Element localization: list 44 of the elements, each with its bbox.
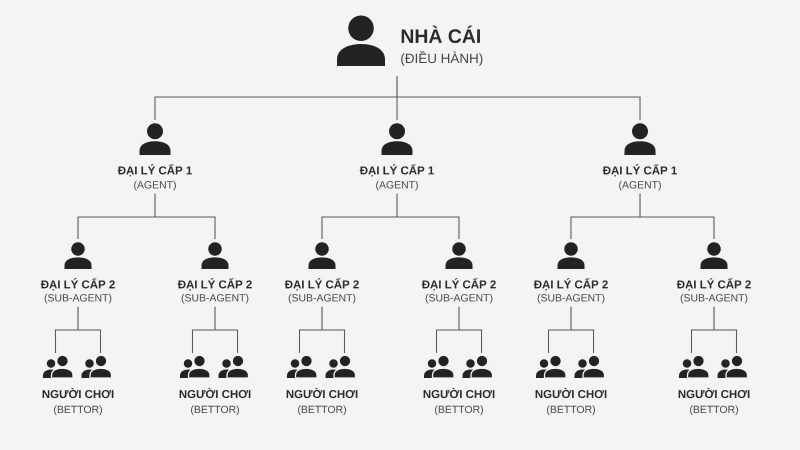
role-title: NGƯỜI CHƠI bbox=[180, 388, 250, 398]
role-title: NGƯỜI CHƠI bbox=[286, 388, 358, 398]
role-title: NGƯỜI CHƠI bbox=[424, 388, 494, 398]
role-label: ĐẠI LÝ CẤP 2 (SUB-AGENT) bbox=[40, 278, 115, 304]
role-subtitle: (BETTOR) bbox=[191, 405, 239, 416]
people-icon bbox=[287, 354, 318, 379]
role-subtitle: (BETTOR) bbox=[54, 405, 102, 416]
role-label: ĐẠI LÝ CẤP 2 (SUB-AGENT) bbox=[534, 278, 608, 304]
role-label: ĐẠI LÝ CẤP 1 (AGENT) bbox=[602, 164, 677, 191]
role-label: ĐẠI LÝ CẤP 1 (AGENT) bbox=[118, 164, 192, 191]
people-icon bbox=[326, 354, 356, 379]
role-title: NGƯỜI CHƠI bbox=[536, 388, 606, 398]
role-label: NHÀ CÁI (ĐIỀU HÀNH) bbox=[401, 26, 482, 66]
people-icon bbox=[718, 354, 748, 379]
connector-line bbox=[713, 306, 738, 353]
connector-line bbox=[321, 306, 346, 353]
role-label: ĐẠI LÝ CẤP 2 (SUB-AGENT) bbox=[284, 278, 359, 304]
connector-line bbox=[396, 194, 460, 239]
role-label: ĐẠI LÝ CẤP 1 (AGENT) bbox=[360, 164, 434, 191]
connector-line bbox=[396, 76, 641, 120]
role-label: ĐẠI LÝ CẤP 2 (SUB-AGENT) bbox=[676, 278, 751, 304]
connector-line bbox=[570, 306, 594, 353]
connector-line bbox=[458, 306, 482, 353]
connector-line bbox=[154, 194, 216, 239]
people-icon bbox=[536, 354, 567, 379]
role-title: NGƯỜI CHƠI bbox=[678, 388, 750, 398]
people-icon bbox=[82, 354, 112, 379]
connector-line bbox=[639, 194, 715, 239]
people-icon bbox=[218, 354, 250, 379]
people-icon bbox=[462, 354, 494, 379]
role-label: ĐẠI LÝ CẤP 2 (SUB-AGENT) bbox=[178, 278, 252, 304]
role-subtitle: (BETTOR) bbox=[547, 405, 595, 416]
role-title: NGƯỜI CHƠI bbox=[42, 388, 114, 398]
role-subtitle: (BETTOR) bbox=[690, 405, 738, 416]
people-icon bbox=[424, 354, 455, 379]
connector-line bbox=[214, 306, 238, 353]
people-icon bbox=[574, 354, 606, 379]
connector-line bbox=[77, 306, 102, 353]
role-label: ĐẠI LÝ CẤP 2 (SUB-AGENT) bbox=[422, 278, 496, 304]
role-subtitle: (BETTOR) bbox=[435, 405, 483, 416]
role-subtitle: (BETTOR) bbox=[298, 405, 346, 416]
people-icon bbox=[679, 354, 710, 379]
people-icon bbox=[180, 354, 211, 379]
people-icon bbox=[43, 354, 74, 379]
